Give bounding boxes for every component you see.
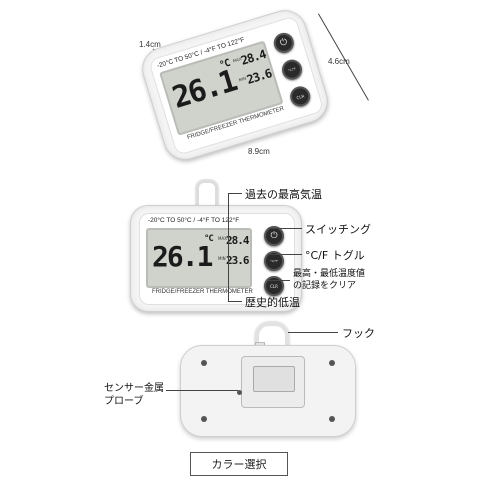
callout-line-max <box>228 193 242 194</box>
max-value-middle: 28.4 <box>226 234 249 247</box>
color-select-label: カラー選択 <box>211 458 267 471</box>
label-probe-line2: プローブ <box>104 396 144 407</box>
callout-line-switch <box>268 228 302 229</box>
callout-line-min <box>228 301 242 302</box>
hook-arm <box>255 322 289 352</box>
clear-icon-middle: CLR <box>270 283 278 289</box>
callout-line-vertical <box>228 193 229 301</box>
screw-icon-4 <box>329 416 335 422</box>
main-temperature: 26.1 <box>168 63 240 116</box>
clear-button[interactable]: CLR <box>287 83 313 109</box>
probe-hole-icon <box>237 390 242 395</box>
front-panel-middle: -20°C TO 50°C / -4°F TO 122°F 26.1 °C MA… <box>139 213 295 305</box>
unit-toggle-button-middle[interactable]: °C/°F <box>264 251 284 271</box>
label-hook: フック <box>342 327 375 340</box>
power-button-middle[interactable]: ⏻ <box>264 226 284 246</box>
callout-line-hook <box>288 332 338 333</box>
clear-icon: CLR <box>295 92 305 100</box>
dim-height: 4.6cm <box>328 57 350 66</box>
label-clear-line1: 最高・最低温度値 <box>293 269 366 279</box>
thermometer-front-middle: -20°C TO 50°C / -4°F TO 122°F 26.1 °C MA… <box>130 205 302 312</box>
unit-toggle-icon-middle: °C/°F <box>270 259 278 263</box>
front-panel: -20°C TO 50°C / -4°F TO 122°F 26.1 °C MA… <box>147 15 325 156</box>
label-cf-toggle: °C/F トグル <box>305 249 365 262</box>
screw-icon-3 <box>201 416 207 422</box>
power-button[interactable]: ⏻ <box>271 30 297 56</box>
max-tag-middle: MAX <box>218 236 227 241</box>
power-icon: ⏻ <box>278 37 289 49</box>
range-label-middle: -20°C TO 50°C / -4°F TO 122°F <box>148 217 240 224</box>
label-probe: センサー金属 プローブ <box>104 382 164 408</box>
screw-icon-1 <box>201 360 207 366</box>
min-tag-middle: MIN <box>218 256 226 261</box>
brand-label-middle: FRIDGE/FREEZER THERMOMETER <box>152 289 253 295</box>
label-probe-line1: センサー金属 <box>104 383 164 394</box>
main-temperature-middle: 26.1 <box>152 240 213 273</box>
callout-line-toggle <box>268 254 302 255</box>
clear-button-middle[interactable]: CLR <box>264 276 284 296</box>
hook-clip <box>253 366 295 392</box>
callout-line-clear <box>268 280 290 281</box>
lcd-screen: 26.1 °C MAX 28.4 MIN 23.6 <box>159 40 284 136</box>
color-select-button[interactable]: カラー選択 <box>190 452 288 476</box>
min-value-middle: 23.6 <box>226 254 249 267</box>
callout-line-probe <box>166 390 238 391</box>
label-max-temp: 過去の最高気温 <box>245 188 322 201</box>
unit-label-middle: °C <box>204 234 214 244</box>
unit-toggle-icon: °C/°F <box>287 66 297 73</box>
label-switching: スイッチング <box>305 223 371 236</box>
unit-toggle-button[interactable]: °C/°F <box>279 57 305 83</box>
hook-top <box>196 180 218 211</box>
power-icon-middle: ⏻ <box>270 231 278 241</box>
label-min-temp: 歴史的低温 <box>245 296 300 309</box>
dim-width: 8.9cm <box>248 147 270 156</box>
label-clear-line2: の記録をクリア <box>293 281 357 291</box>
label-clear: 最高・最低温度値 の記録をクリア <box>293 268 365 292</box>
thermometer-front-top: -20°C TO 50°C / -4°F TO 122°F 26.1 °C MA… <box>136 4 334 166</box>
lcd-screen-middle: 26.1 °C MAX 28.4 MIN 23.6 <box>146 228 252 288</box>
dim-thickness: 1.4cm <box>139 40 161 49</box>
max-value: 28.4 <box>239 47 268 68</box>
min-value: 23.6 <box>245 66 274 87</box>
thermometer-back <box>180 345 356 437</box>
screw-icon-2 <box>329 360 335 366</box>
